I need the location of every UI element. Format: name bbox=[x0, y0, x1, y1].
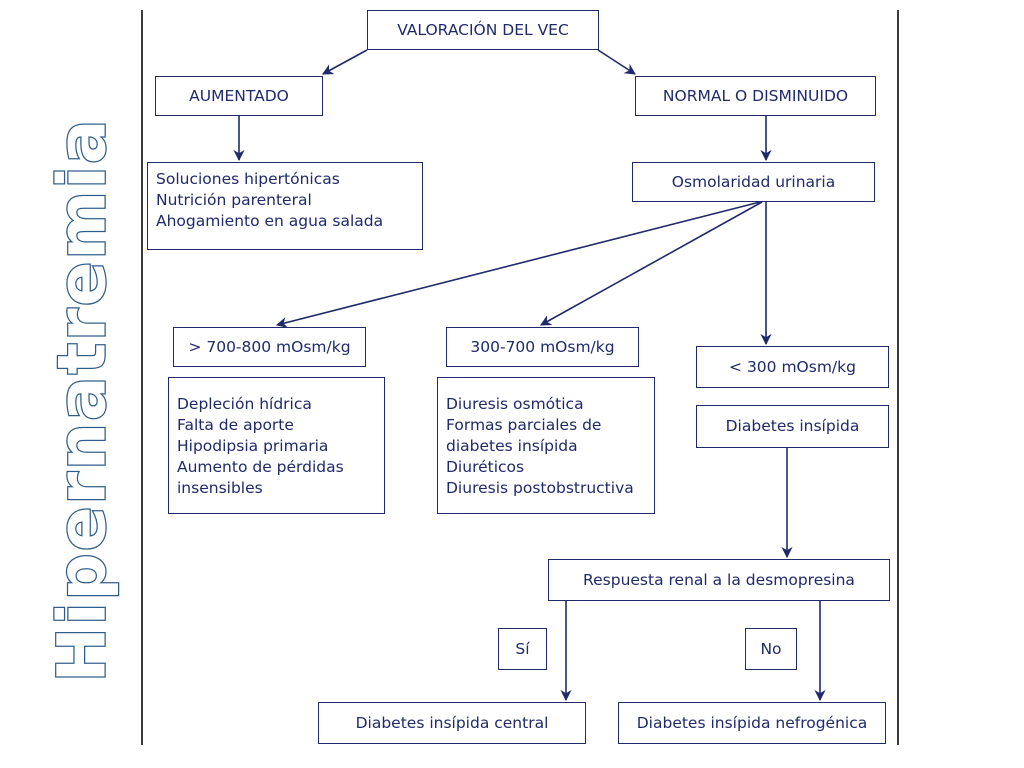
cause-line: Falta de aporte bbox=[177, 416, 294, 434]
node-high-causes: Depleción hídrica Falta de aporte Hipodi… bbox=[168, 377, 385, 514]
cause-line: Hipodipsia primaria bbox=[177, 437, 329, 455]
cause-line: Diuresis osmótica bbox=[446, 395, 584, 413]
arrow-osm-mid bbox=[540, 201, 763, 326]
cause-line: Formas parciales de bbox=[446, 416, 602, 434]
node-respuesta-desmopresina: Respuesta renal a la desmopresina bbox=[548, 559, 890, 601]
node-valoracion-vec: VALORACIÓN DEL VEC bbox=[367, 10, 599, 50]
node-aumentado: AUMENTADO bbox=[155, 76, 323, 116]
node-diabetes-insipida: Diabetes insípida bbox=[696, 405, 889, 448]
cause-line: insensibles bbox=[177, 479, 263, 497]
right-divider bbox=[897, 10, 899, 745]
node-high-osm: > 700-800 mOsm/kg bbox=[173, 327, 366, 367]
left-divider bbox=[141, 10, 143, 745]
cause-line: Depleción hídrica bbox=[177, 395, 312, 413]
label-no: No bbox=[745, 628, 797, 670]
cause-line: diabetes insípida bbox=[446, 437, 578, 455]
cause-line: Ahogamiento en agua salada bbox=[156, 212, 384, 230]
arrow-root-aumentado bbox=[322, 49, 368, 75]
arrow-osm-high bbox=[275, 201, 761, 328]
cause-line: Nutrición parenteral bbox=[156, 191, 312, 209]
cause-line: Aumento de pérdidas bbox=[177, 458, 344, 476]
cause-line: Diuréticos bbox=[446, 458, 525, 476]
node-diabetes-nefrogenica: Diabetes insípida nefrogénica bbox=[618, 702, 886, 744]
node-osmolaridad-urinaria: Osmolaridad urinaria bbox=[632, 162, 875, 202]
cause-line: Soluciones hipertónicas bbox=[156, 170, 340, 188]
node-mid-osm: 300-700 mOsm/kg bbox=[446, 327, 639, 367]
arrow-root-normal bbox=[597, 49, 636, 75]
node-low-osm: < 300 mOsm/kg bbox=[696, 346, 889, 388]
cause-line: Diuresis postobstructiva bbox=[446, 479, 634, 497]
node-normal-disminuido: NORMAL O DISMINUIDO bbox=[635, 76, 876, 116]
node-diabetes-central: Diabetes insípida central bbox=[318, 702, 586, 744]
label-si: Sí bbox=[498, 628, 547, 670]
node-aumentado-causes: Soluciones hipertónicas Nutrición parent… bbox=[147, 162, 423, 250]
node-mid-causes: Diuresis osmótica Formas parciales de di… bbox=[437, 377, 655, 514]
